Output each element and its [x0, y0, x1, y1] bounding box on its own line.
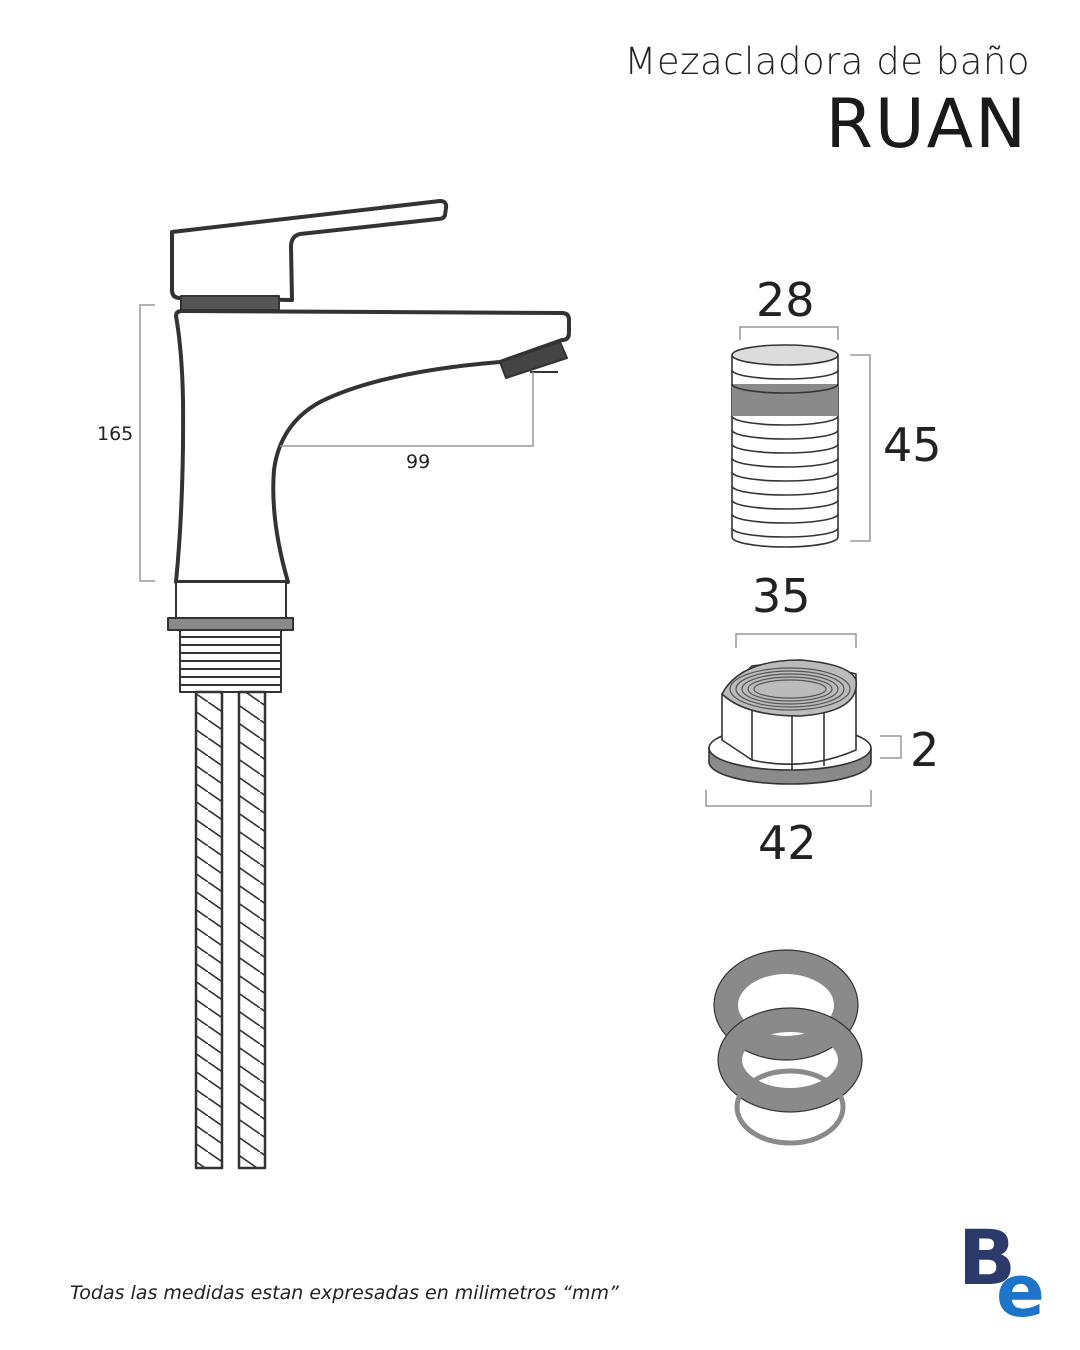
dim-nut-base-label: 42: [758, 816, 817, 870]
faucet-base: [175, 581, 287, 619]
fixing-nut-drawing: [708, 659, 872, 785]
dim-reach-label: 99: [406, 451, 430, 473]
dim-nut-top-label: 35: [752, 569, 811, 623]
threaded-shank: [179, 629, 282, 693]
logo-letter-e: e: [996, 1249, 1045, 1333]
nut-dimension-lines: [705, 633, 902, 807]
faucet-base-plate: [167, 617, 294, 631]
brand-logo: B e: [958, 1213, 1045, 1333]
dim-cartridge-height-label: 45: [883, 418, 942, 472]
faucet-body: [174, 309, 571, 584]
washers-drawing: [713, 949, 863, 1146]
dim-cartridge-diameter-label: 28: [756, 273, 815, 327]
faucet-lever: [170, 199, 449, 302]
units-footnote: Todas las medidas estan expresadas en mi…: [70, 1282, 619, 1304]
lever-base-ring: [180, 295, 280, 311]
product-subtitle: Mezacladora de baño: [624, 40, 1030, 83]
product-title: RUAN: [825, 85, 1028, 164]
o-ring: [734, 1068, 846, 1146]
faucet-dimension-lines: [139, 304, 534, 582]
dim-height-label: 165: [97, 423, 133, 445]
hose-left: [194, 690, 224, 1170]
washer-middle: [718, 1008, 862, 1112]
logo-letter-b: B: [958, 1213, 1016, 1302]
cartridge-dimension-lines: [739, 326, 871, 542]
cartridge-drawing: [731, 344, 839, 548]
faucet-drawing: [167, 199, 571, 1170]
washer-top: [714, 950, 858, 1060]
dim-flange-label: 2: [910, 723, 939, 777]
spout-aerator: [499, 341, 568, 379]
hose-right: [237, 690, 267, 1170]
